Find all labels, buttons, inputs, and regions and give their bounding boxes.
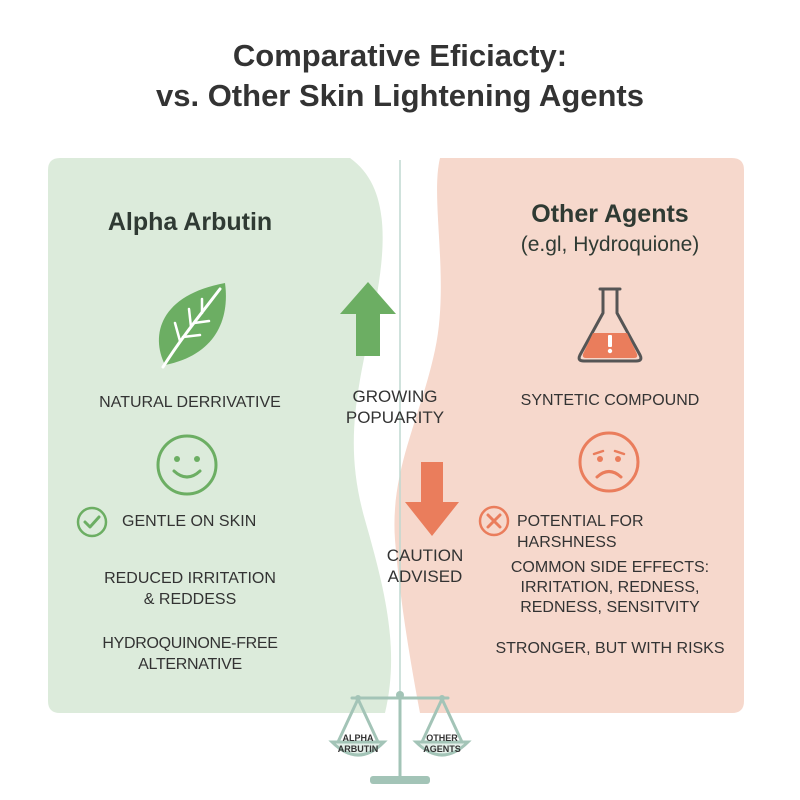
caution-advised-line2: ADVISED (387, 567, 463, 586)
gentle-on-skin-label: GENTLE ON SKIN (122, 513, 257, 530)
side-effects-line3: REDNESS, SENSITVITY (520, 599, 700, 616)
growing-popularity-line1: GROWING (352, 387, 438, 406)
page-title-line2: vs. Other Skin Lightening Agents (155, 78, 644, 113)
left-heading: Alpha Arbutin (107, 208, 273, 236)
pink-panel (394, 158, 744, 713)
balance-scale-icon (328, 691, 472, 784)
caution-advised-line1: CAUTION (386, 546, 464, 565)
scale-left-label-line1: ALPHA (342, 733, 374, 743)
synthetic-compound-label: SYNTETIC COMPOUND (520, 392, 700, 409)
green-panel (48, 158, 392, 713)
side-effects-line1: COMMON SIDE EFFECTS: (510, 559, 710, 576)
natural-derivative-label: NATURAL DERRIVATIVE (99, 394, 281, 411)
stronger-with-risks-label: STRONGER, BUT WITH RISKS (495, 640, 725, 657)
right-heading: Other Agents (531, 200, 689, 228)
leaf-icon (158, 283, 226, 369)
check-circle-icon (76, 506, 108, 538)
hydroquinone-free-label: HYDROQUINONE-FREE ALTERNATIVE (102, 635, 278, 673)
right-subheading: (e.gl, Hydroquione) (520, 233, 700, 256)
page-title-line1: Comparative Eficiacty: (232, 38, 568, 73)
x-circle-icon (478, 505, 510, 537)
arrow-up-icon (340, 282, 396, 356)
smiley-face-icon (156, 434, 218, 496)
reduced-irritation-line2: & REDDESS (143, 591, 237, 608)
scale-right-label-line2: AGENTS (423, 744, 461, 754)
side-effects-line2: IRRITATION, REDNESS, (520, 579, 700, 596)
scale-right-label-line1: OTHER (426, 733, 458, 743)
flask-icon (577, 287, 643, 363)
reduced-irritation-line1: REDUCED IRRITATION (104, 570, 276, 587)
potential-harshness-label: POTENTIAL FOR HARSHNESS (517, 513, 644, 551)
arrow-down-icon (405, 462, 459, 536)
scale-left-label-line2: ARBUTIN (337, 744, 379, 754)
sad-face-icon (578, 431, 640, 493)
growing-popularity-line2: POPUARITY (345, 408, 445, 427)
